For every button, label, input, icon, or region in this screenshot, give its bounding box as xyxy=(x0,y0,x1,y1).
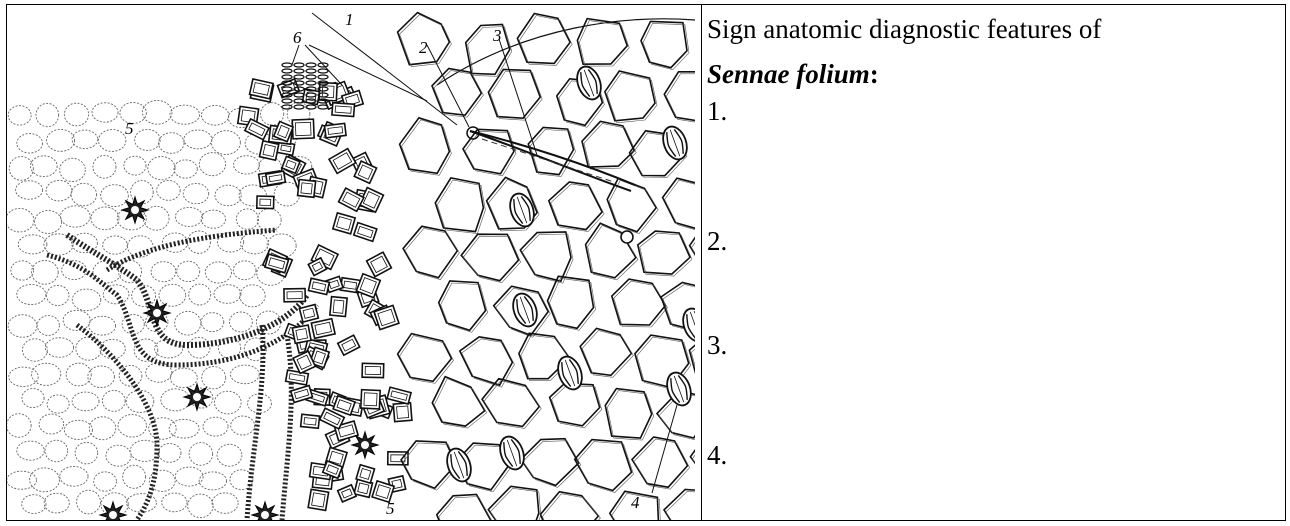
heading-colon: : xyxy=(870,59,879,89)
crystal-sheath-region xyxy=(238,63,412,510)
figure-label-1: 1 xyxy=(345,10,354,29)
panel-heading-latin-line: Sennae folium: xyxy=(707,58,879,90)
figure-label-3: 3 xyxy=(492,26,502,45)
figure-label-5-bottom: 5 xyxy=(386,499,395,518)
figure-label-5-top: 5 xyxy=(125,119,134,138)
feature-item-1: 1. xyxy=(707,95,727,127)
panel-heading: Sign anatomic diagnostic features of xyxy=(707,13,1101,45)
feature-item-3: 3. xyxy=(707,329,727,361)
figure-label-2: 2 xyxy=(419,38,428,57)
figure-label-4: 4 xyxy=(631,493,640,512)
trichome xyxy=(467,127,635,191)
feature-item-4: 4. xyxy=(707,439,727,471)
column-divider xyxy=(701,5,702,520)
label-leader-lines xyxy=(292,13,677,493)
sennae-folium-micrograph-drawing: 1 2 3 6 5 4 5 xyxy=(7,5,700,520)
figure-label-6: 6 xyxy=(293,28,302,47)
stomata-group xyxy=(443,63,695,484)
epidermis-region xyxy=(398,13,695,520)
worksheet-table: 1 2 3 6 5 4 5 Sign anatomic diagnostic f… xyxy=(6,4,1286,521)
feature-item-2: 2. xyxy=(707,225,727,257)
latin-name: Sennae folium xyxy=(707,59,870,89)
features-panel: Sign anatomic diagnostic features of Sen… xyxy=(707,11,1282,516)
